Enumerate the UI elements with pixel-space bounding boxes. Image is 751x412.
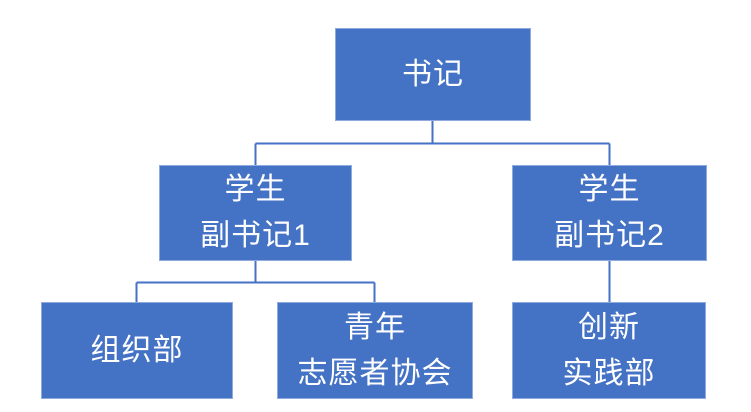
node-label-line: 创新 — [578, 310, 640, 344]
org-node-innovation-practice-department: 创新 实践部 — [512, 302, 706, 399]
node-label-line: 实践部 — [562, 356, 656, 390]
node-label-line: 组织部 — [90, 333, 184, 367]
node-label-line: 志愿者协会 — [297, 356, 453, 390]
node-label-line: 副书记2 — [554, 219, 665, 252]
edge-secretary-to-deputies — [254, 121, 611, 165]
org-node-student-deputy-secretary-1: 学生 副书记1 — [159, 165, 352, 261]
edge-deputy1-to-children — [135, 261, 376, 302]
node-label-line: 学生 — [578, 173, 641, 206]
node-label-line: 副书记1 — [200, 219, 311, 252]
node-label-line: 书记 — [402, 57, 464, 91]
org-node-student-deputy-secretary-2: 学生 副书记2 — [512, 165, 707, 261]
org-node-organization-department: 组织部 — [41, 302, 233, 399]
org-node-secretary: 书记 — [335, 28, 531, 121]
node-label-line: 青年 — [344, 310, 406, 344]
node-label-line: 学生 — [224, 173, 287, 206]
org-node-youth-volunteers-association: 青年 志愿者协会 — [277, 302, 473, 399]
